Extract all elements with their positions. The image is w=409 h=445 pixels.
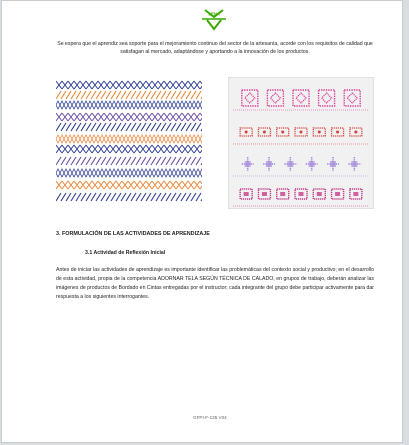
logo-text: SENA [208, 12, 220, 17]
stitch-band [56, 80, 202, 90]
document-code: GFPI-F-135 V04 [193, 415, 227, 420]
activity-body-paragraph: Antes de iniciar las actividades de apre… [56, 267, 374, 300]
sena-logo-icon: SENA [202, 9, 226, 31]
document-page: SENA Se espera que el aprendiz sea sopor… [1, 0, 403, 443]
stitch-motif-row [233, 89, 369, 111]
sena-logo: SENA [199, 7, 229, 33]
stitch-motif-row [233, 127, 369, 145]
embroidery-bands-image [56, 79, 202, 207]
stitch-band [56, 100, 202, 110]
stitch-band [56, 122, 202, 132]
stitch-band [56, 156, 202, 166]
stitch-band [56, 180, 202, 190]
section-heading: 3. FORMULACIÓN DE LAS ACTIVIDADES DE APR… [56, 231, 210, 237]
stitch-band [56, 112, 202, 122]
stitch-band [56, 168, 202, 178]
activity-subheading: 3.1 Actividad de Reflexión Inicial [85, 250, 166, 256]
stitch-band [56, 144, 202, 154]
stitch-band [56, 90, 202, 100]
embroidery-motifs-image [228, 77, 374, 209]
stitch-band [56, 134, 202, 144]
intro-paragraph: Se espera que el aprendiz sea soporte pa… [57, 41, 373, 55]
stitch-band [56, 192, 202, 202]
stitch-motif-row [233, 157, 369, 177]
stitch-motif-row [233, 188, 369, 207]
